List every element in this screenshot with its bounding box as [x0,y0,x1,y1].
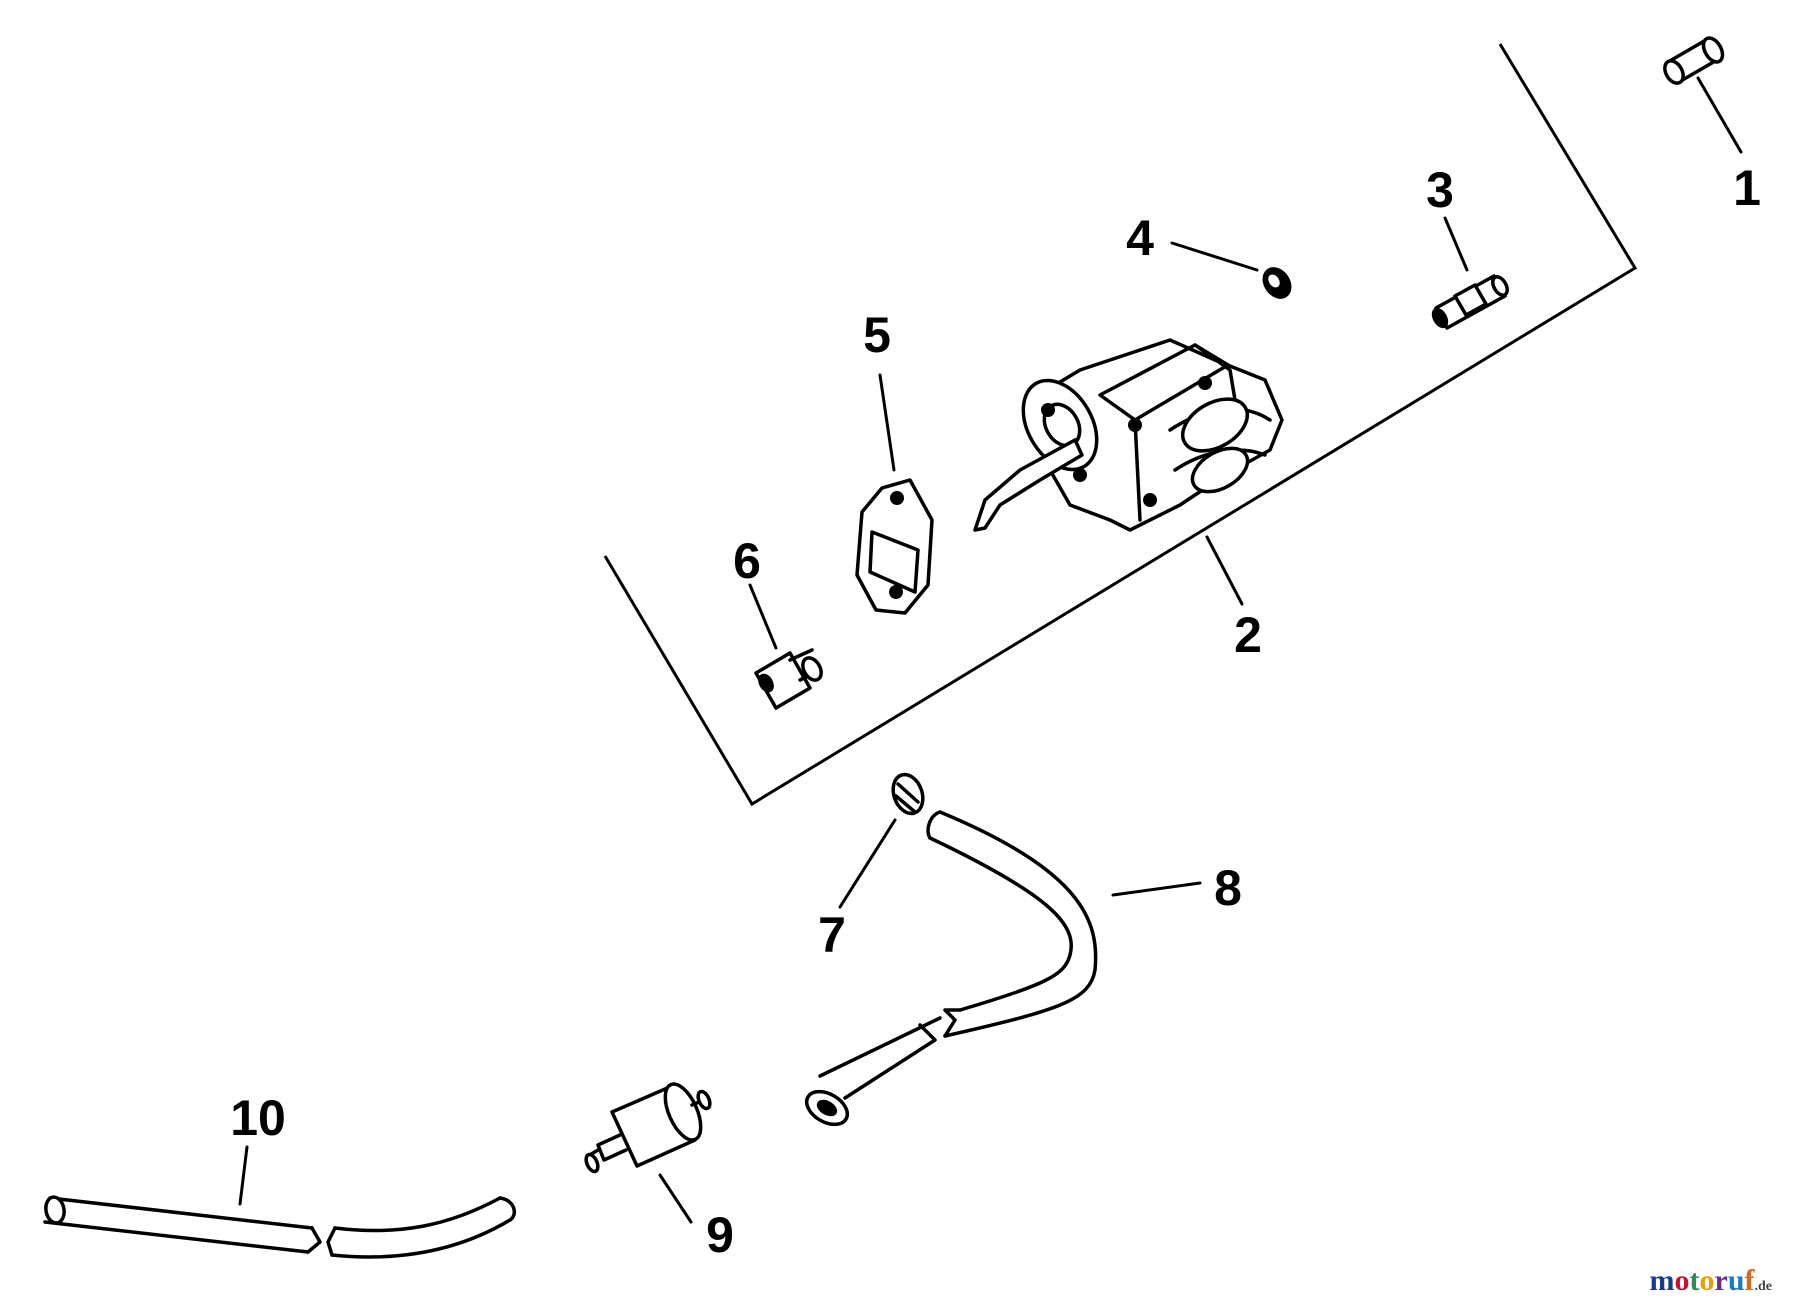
leader-6 [748,583,778,650]
callout-7: 7 [818,907,846,963]
part-8-fuel-line [804,810,1098,1127]
leader-8 [1111,881,1202,897]
leader-2 [1205,535,1244,606]
leader-7 [838,818,897,909]
watermark-letter: o [1674,1264,1689,1297]
part-9-fuel-filter [584,1082,712,1174]
watermark-letter: u [1728,1264,1745,1297]
group-outline [603,43,1638,807]
callout-2: 2 [1234,607,1262,663]
callout-8: 8 [1214,860,1242,916]
part-7-clamp [891,772,925,816]
leader-3 [1443,216,1469,272]
leader-5 [878,373,896,472]
callout-3: 3 [1426,162,1454,218]
callout-5: 5 [863,307,891,363]
callout-6: 6 [733,533,761,589]
part-10-fuel-line [43,1195,517,1259]
part-1-bolt [1663,36,1725,85]
leader-4 [1170,241,1259,272]
watermark-letter: f [1745,1264,1756,1297]
leader-1 [1696,76,1743,154]
watermark-letter: o [1699,1264,1714,1297]
part-2-fuel-pump [973,338,1284,532]
part-4-nut [1262,267,1292,299]
watermark-letter: m [1649,1264,1674,1297]
leader-9 [658,1173,693,1224]
part-3-fitting [1431,274,1509,330]
leader-10 [238,1145,249,1206]
callout-1: 1 [1733,160,1761,216]
callout-10: 10 [230,1090,286,1146]
watermark-letter: r [1714,1264,1727,1297]
callout-9: 9 [706,1207,734,1263]
watermark-tld: .de [1755,1279,1773,1294]
watermark-logo: motoruf.de [1649,1264,1772,1297]
watermark-letter: t [1689,1264,1699,1297]
part-6-fitting [754,648,823,710]
part-5-gasket [855,478,934,615]
callout-4: 4 [1126,210,1154,266]
